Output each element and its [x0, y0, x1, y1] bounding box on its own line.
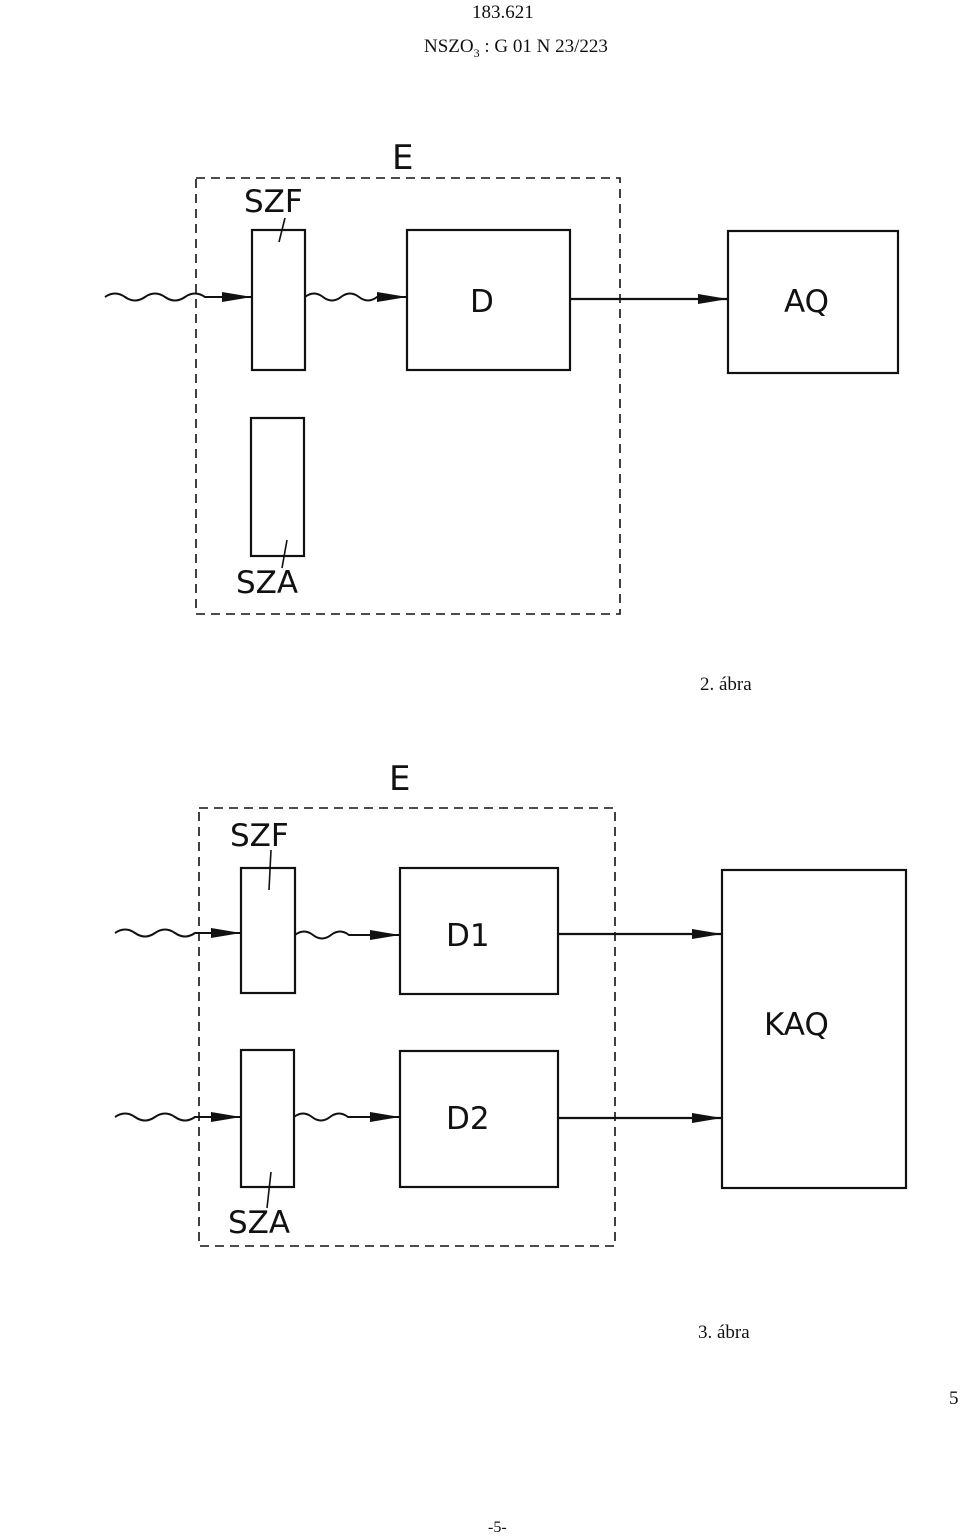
- fig3-detector-d1-box: [398, 866, 560, 996]
- fig3-label-sza: SZA: [228, 1205, 290, 1241]
- figure-3: E SZF SZA D1 D2 KAQ: [114, 759, 908, 1247]
- fig2-incoming-radiation-wave: [104, 292, 252, 302]
- fig2-filter-szf-box: [250, 228, 307, 372]
- fig2-label-sza: SZA: [236, 565, 298, 601]
- fig2-label-d: D: [470, 284, 494, 320]
- fig3-filtered-radiation-wave-bottom: [293, 1112, 400, 1122]
- fig3-label-d2: D2: [446, 1101, 490, 1137]
- fig3-absorber-sza-box: [239, 1048, 296, 1189]
- figure-3-caption: 3. ábra: [698, 1322, 750, 1343]
- fig2-label-e: E: [392, 138, 413, 178]
- fig3-label-kaq: KAQ: [764, 1007, 829, 1043]
- fig2-label-szf: SZF: [244, 184, 303, 220]
- fig3-szf-leader-line: [268, 849, 272, 891]
- classification-prefix: NSZO: [424, 36, 474, 57]
- fig2-sza-leader-line: [281, 539, 288, 569]
- fig3-filtered-radiation-wave-top: [294, 930, 400, 940]
- classification-subscript: 3: [473, 45, 480, 60]
- fig3-analyzer-kaq-box: [720, 868, 908, 1190]
- fig3-incoming-radiation-wave-top: [114, 928, 241, 938]
- page-number: 5: [949, 1388, 959, 1409]
- figure-2-caption: 2. ábra: [700, 674, 752, 695]
- footer-page-marker: -5-: [488, 1519, 507, 1536]
- figure-2: E SZF SZA D AQ: [104, 138, 900, 615]
- fig2-filtered-radiation-wave: [304, 292, 407, 302]
- fig2-enclosure-e: [195, 177, 621, 615]
- fig3-enclosure-e: [198, 807, 616, 1247]
- fig2-label-aq: AQ: [784, 284, 829, 320]
- classification: NSZO3 : G 01 N 23/223: [424, 36, 608, 61]
- patent-number: 183.621: [472, 2, 534, 23]
- fig3-label-e: E: [389, 759, 410, 799]
- fig3-filter-szf-box: [239, 866, 297, 995]
- fig3-sza-leader-line: [266, 1171, 272, 1209]
- fig3-label-szf: SZF: [230, 818, 289, 854]
- fig2-absorber-sza-box: [249, 416, 306, 558]
- fig3-incoming-radiation-wave-bottom: [114, 1112, 241, 1122]
- fig3-label-d1: D1: [446, 918, 490, 954]
- fig2-szf-leader-line: [278, 217, 286, 243]
- fig2-analyzer-aq-box: [726, 229, 900, 375]
- classification-code: : G 01 N 23/223: [479, 36, 608, 57]
